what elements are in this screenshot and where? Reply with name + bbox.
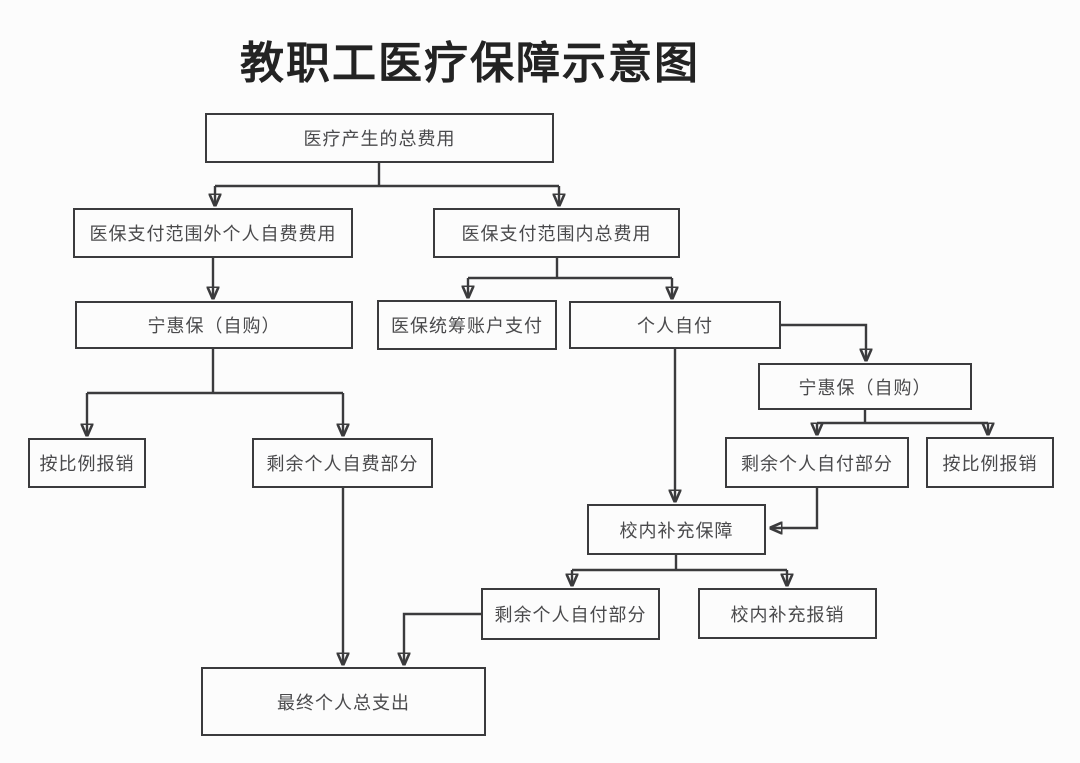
node-outside-scope: 医保支付范围外个人自费费用 [73, 208, 353, 258]
node-school-reimburse: 校内补充报销 [698, 588, 877, 639]
node-total-cost: 医疗产生的总费用 [205, 113, 554, 163]
edge-remainingR-to-school [772, 488, 819, 528]
node-final-total: 最终个人总支出 [201, 667, 486, 736]
node-remaining-self-pay-bottom: 剩余个人自付部分 [481, 588, 660, 640]
edge-remainingB-to-final [404, 612, 481, 663]
node-school-supplement: 校内补充保障 [587, 504, 766, 555]
node-remaining-self-funded: 剩余个人自费部分 [252, 438, 433, 488]
node-remaining-self-pay-right: 剩余个人自付部分 [725, 437, 909, 488]
node-prorata-right: 按比例报销 [926, 437, 1054, 488]
node-prorata-left: 按比例报销 [28, 438, 146, 488]
node-inside-scope: 医保支付范围内总费用 [433, 208, 680, 258]
node-pooled-account: 医保统筹账户支付 [377, 300, 557, 350]
node-self-pay: 个人自付 [569, 301, 781, 349]
diagram-title: 教职工医疗保障示意图 [240, 39, 700, 88]
node-ninghuibao-right: 宁惠保（自购） [758, 363, 972, 410]
edge-selfpay-to-ninghuibao [781, 323, 866, 359]
node-ninghuibao-left: 宁惠保（自购） [75, 301, 353, 349]
